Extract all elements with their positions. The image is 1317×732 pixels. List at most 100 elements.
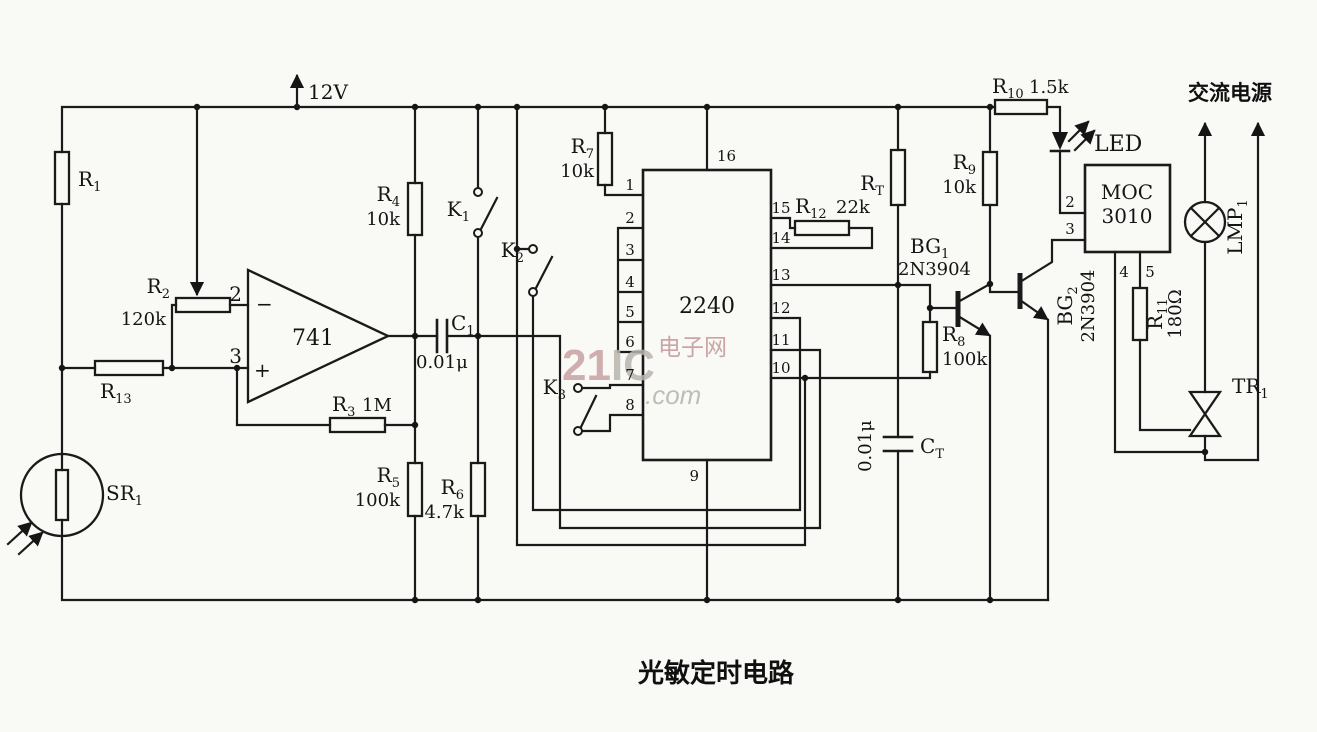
resistor-r13 bbox=[93, 359, 165, 377]
ic2240-pin1-label: 1 bbox=[625, 176, 635, 194]
r11-label: R11 bbox=[1143, 298, 1171, 330]
resistor-r11 bbox=[1131, 286, 1149, 342]
ct-label: CT bbox=[920, 434, 944, 462]
r13-label: R13 bbox=[100, 379, 132, 407]
opamp-741 bbox=[246, 268, 391, 404]
resistor-r12 bbox=[793, 219, 851, 237]
bg2-value: 2N3904 bbox=[1078, 269, 1099, 342]
r5-value: 100k bbox=[355, 490, 401, 511]
r9-value: 10k bbox=[942, 177, 977, 198]
switch-k2 bbox=[528, 244, 554, 297]
led-light-arrow-icon bbox=[1073, 129, 1096, 152]
ic2240-pin9-label: 9 bbox=[689, 467, 699, 485]
k3-label: K3 bbox=[543, 375, 566, 403]
moc-pin2-label: 2 bbox=[1065, 193, 1075, 211]
r11-value: 180Ω bbox=[1165, 289, 1186, 338]
switch-k1 bbox=[473, 187, 499, 238]
capacitor-ct bbox=[882, 435, 914, 453]
ac-source-label: 交流电源 bbox=[1188, 80, 1272, 105]
moc-pin5-label: 5 bbox=[1145, 263, 1155, 281]
moc-model-label: 3010 bbox=[1102, 204, 1153, 228]
bg2-label: BG2 bbox=[1053, 286, 1081, 325]
r12-value: 22k bbox=[836, 197, 871, 218]
r3-label: R3 bbox=[332, 392, 355, 420]
resistor-r3 bbox=[328, 416, 387, 434]
resistor-r4 bbox=[406, 181, 424, 237]
ct-value: 0.01μ bbox=[855, 420, 876, 472]
lmp1-label: LMP1 bbox=[1223, 199, 1251, 255]
ic2240-pin6-label: 6 bbox=[625, 333, 635, 351]
r8-value: 100k bbox=[942, 349, 988, 370]
ic2240-pin10-label: 10 bbox=[771, 359, 790, 377]
k2-label: K2 bbox=[501, 238, 524, 266]
ic2240-pin3-label: 3 bbox=[625, 241, 635, 259]
r4-value: 10k bbox=[366, 209, 401, 230]
ic2240-pin5-label: 5 bbox=[625, 303, 635, 321]
r6-value: 4.7k bbox=[424, 502, 465, 523]
r3-value: 1M bbox=[362, 395, 392, 416]
ic2240-pin11-label: 11 bbox=[771, 331, 790, 349]
r8-label: R8 bbox=[942, 322, 965, 350]
r12-label: R12 bbox=[795, 194, 827, 222]
ic2240-pin13-label: 13 bbox=[771, 266, 790, 284]
watermark-site: 电子网 bbox=[658, 334, 727, 360]
led-label: LED bbox=[1094, 132, 1142, 157]
r2-value: 120k bbox=[121, 309, 167, 330]
ic2240-pin12-label: 12 bbox=[771, 299, 790, 317]
ic2240-pin2-label: 2 bbox=[625, 209, 635, 227]
r5-label: R5 bbox=[377, 463, 400, 491]
k1-label: K1 bbox=[447, 197, 470, 225]
capacitor-c1 bbox=[435, 318, 449, 354]
rt-label: RT bbox=[860, 171, 884, 199]
r1-label: R1 bbox=[78, 167, 101, 195]
watermark-brand: 21IC bbox=[562, 341, 655, 390]
ic2240-pin16-label: 16 bbox=[717, 147, 736, 165]
ic-2240 bbox=[641, 168, 773, 462]
c1-value: 0.01μ bbox=[416, 352, 468, 373]
resistor-bodies bbox=[53, 98, 1149, 518]
vcc-label: 12V bbox=[308, 80, 348, 104]
led-light-arrow-icon bbox=[1067, 120, 1090, 143]
resistor-r1 bbox=[53, 150, 71, 206]
lamp-lmp1 bbox=[1183, 200, 1227, 244]
led-diode bbox=[1049, 132, 1071, 153]
wires bbox=[60, 105, 1260, 602]
resistor-r9 bbox=[981, 150, 999, 207]
resistor-r7 bbox=[596, 131, 614, 187]
bg1-label: BG1 bbox=[910, 234, 949, 262]
moc-name-label: MOC bbox=[1101, 180, 1153, 204]
opamp-part-label: 741 bbox=[292, 326, 334, 351]
resistor-r6 bbox=[469, 461, 487, 518]
r7-value: 10k bbox=[560, 161, 595, 182]
r9-label: R9 bbox=[953, 150, 976, 178]
ic2240-pin14-label: 14 bbox=[771, 229, 790, 247]
resistor-rt bbox=[889, 148, 907, 207]
ic2240-pin4-label: 4 bbox=[625, 273, 635, 291]
c1-label: C1 bbox=[451, 311, 475, 339]
transistor-bg1 bbox=[955, 291, 991, 337]
r10-value: 1.5k bbox=[1029, 77, 1070, 98]
ic2240-part-label: 2240 bbox=[679, 294, 735, 319]
r10-label: R10 bbox=[992, 74, 1024, 102]
circuit-title: 光敏定时电路 bbox=[637, 658, 795, 689]
opamp-plus-sign: + bbox=[254, 358, 271, 382]
r6-label: R6 bbox=[441, 475, 464, 503]
moc-pin4-label: 4 bbox=[1119, 263, 1129, 281]
sr1-label: SR1 bbox=[106, 481, 143, 509]
photoresistor-sr1 bbox=[19, 452, 105, 538]
r4-label: R4 bbox=[377, 182, 400, 210]
junction-dots bbox=[58, 103, 1209, 604]
resistor-r8 bbox=[921, 320, 939, 374]
moc-pin3-label: 3 bbox=[1065, 220, 1075, 238]
resistor-r5 bbox=[406, 461, 424, 518]
switch-k3 bbox=[573, 383, 598, 436]
opamp-pin2-label: 2 bbox=[229, 282, 242, 306]
arrows bbox=[6, 73, 1266, 556]
photo-light-arrow-icon bbox=[17, 531, 44, 556]
opamp-pin3-label: 3 bbox=[229, 344, 242, 368]
potentiometer-r2 bbox=[174, 296, 232, 314]
triac-tr1 bbox=[1187, 390, 1223, 438]
ic2240-pin7-label: 7 bbox=[625, 366, 635, 384]
watermark-com: .com bbox=[645, 380, 701, 410]
